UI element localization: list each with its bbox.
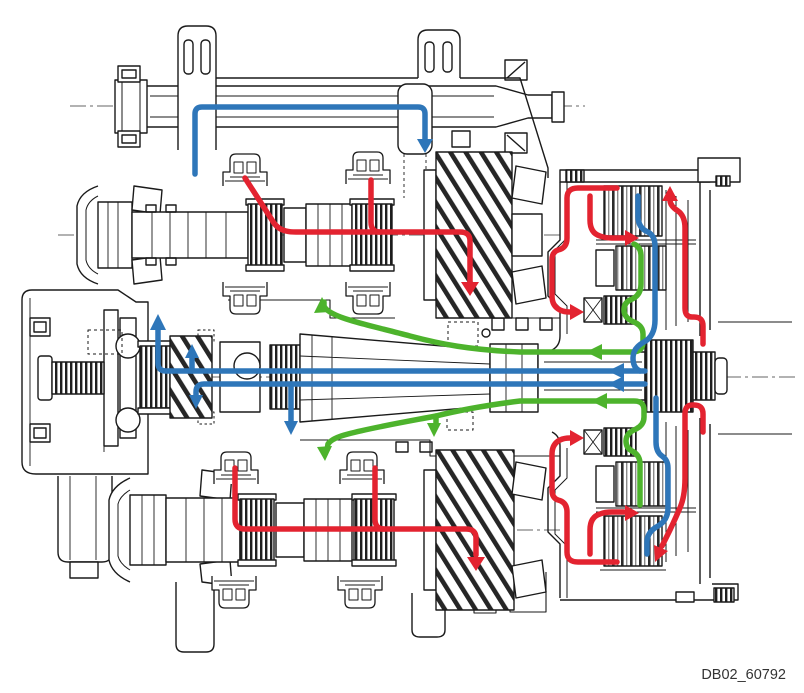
green-arrowheads [314, 297, 607, 461]
dual-clutch [547, 157, 741, 603]
flow-path-blue [150, 104, 671, 557]
housing-walls [175, 83, 560, 653]
figure-label: DB02_60792 [701, 667, 786, 683]
flow-path-green [314, 241, 647, 508]
flow-path-red [232, 175, 706, 571]
upper-gear-shaft [76, 151, 547, 319]
input-shaft [137, 321, 792, 435]
differential [21, 289, 149, 579]
blue-arrowheads [150, 139, 624, 435]
red-arrowheads [461, 186, 678, 571]
